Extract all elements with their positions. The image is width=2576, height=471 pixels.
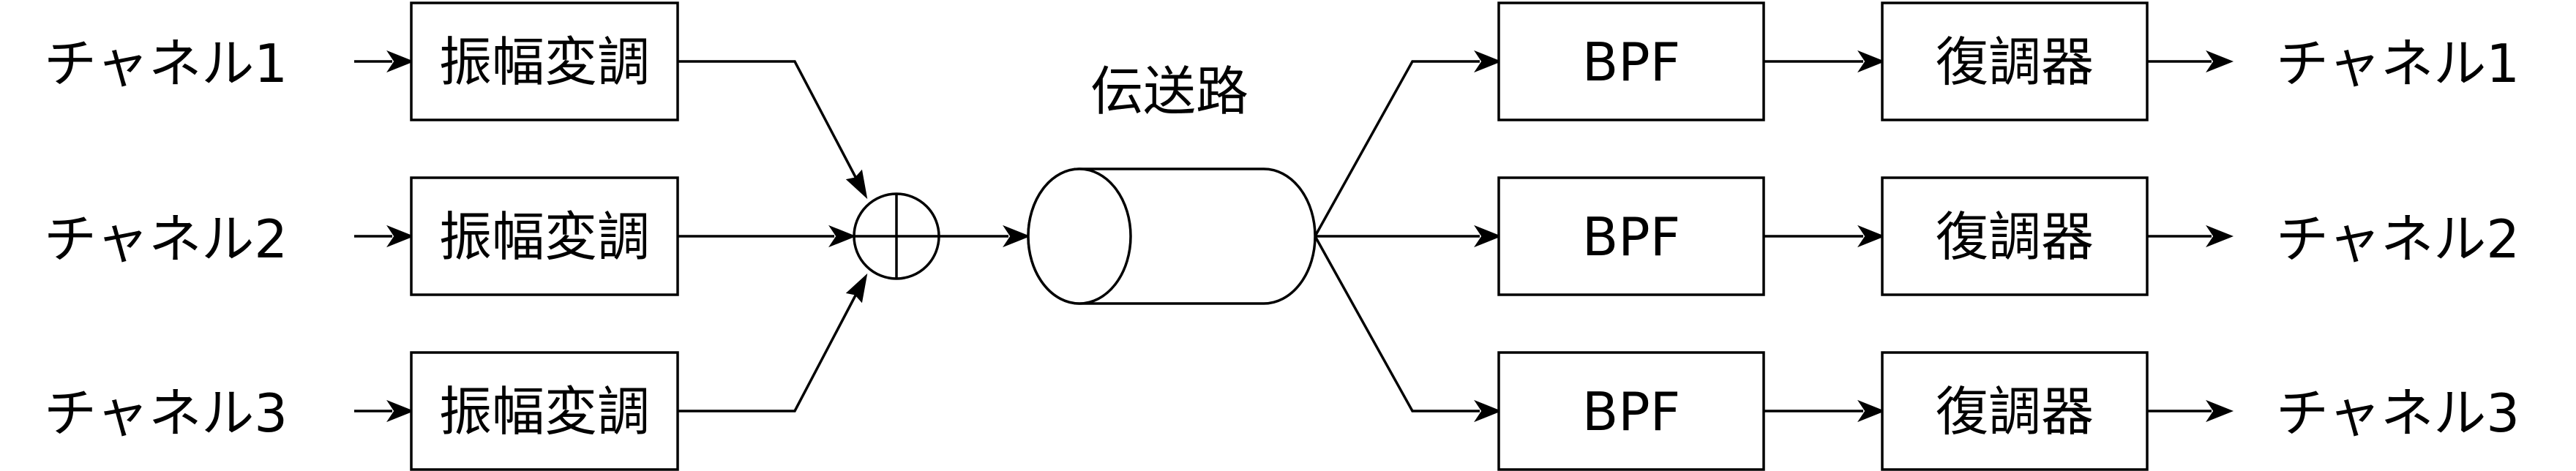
bpf-block-1: BPF	[1497, 1, 1765, 121]
channel-to-bpf-2	[1315, 225, 1502, 248]
transmission-channel-cylinder	[1027, 167, 1317, 305]
input-channel-2-label: チャネル2	[44, 208, 288, 270]
modulator-label-2: 振幅変調	[439, 206, 650, 268]
bpf-block-3: BPF	[1497, 351, 1765, 471]
bpf-3-to-demodulator	[1764, 399, 1886, 423]
output-channel-2-label: チャネル2	[2276, 208, 2520, 270]
output-arrow-3	[2147, 399, 2234, 423]
bpf-label-2: BPF	[1582, 206, 1680, 268]
modulator-2-to-adder	[678, 225, 857, 248]
demodulator-block-3: 復調器	[1881, 351, 2149, 471]
input-arrow-2	[354, 225, 415, 248]
output-channel-3-label: チャネル3	[2276, 383, 2520, 444]
input-channel-1-label: チャネル1	[44, 33, 288, 94]
modulator-1-to-adder	[678, 60, 868, 200]
output-channel-1-label: チャネル1	[2276, 33, 2520, 94]
bpf-2-to-demodulator	[1764, 225, 1886, 248]
channel-label: 伝送路	[1090, 61, 1248, 122]
channel-to-bpf-3	[1314, 236, 1502, 423]
modulator-label-1: 振幅変調	[439, 31, 650, 93]
modulator-label-3: 振幅変調	[439, 381, 650, 442]
demodulator-block-2: 復調器	[1881, 176, 2149, 296]
demodulator-label-2: 復調器	[1936, 206, 2094, 268]
modulator-block-2: 振幅変調	[410, 176, 679, 296]
demodulator-block-1: 復調器	[1881, 1, 2149, 121]
bpf-1-to-demodulator	[1764, 50, 1886, 73]
modulator-block-3: 振幅変調	[410, 351, 679, 471]
output-arrow-1	[2147, 50, 2234, 73]
bpf-block-2: BPF	[1497, 176, 1765, 296]
modulator-block-1: 振幅変調	[410, 1, 679, 121]
adder-to-channel-arrow	[939, 225, 1031, 248]
input-arrow-1	[354, 50, 415, 73]
adder-symbol	[853, 192, 940, 280]
input-arrow-3	[354, 399, 415, 423]
demodulator-label-3: 復調器	[1936, 381, 2094, 442]
modulator-3-to-adder	[678, 273, 868, 412]
bpf-label-3: BPF	[1582, 381, 1680, 442]
output-arrow-2	[2147, 225, 2234, 248]
channel-to-bpf-1	[1314, 50, 1502, 237]
bpf-label-1: BPF	[1582, 31, 1680, 93]
input-channel-3-label: チャネル3	[44, 383, 288, 444]
demodulator-label-1: 復調器	[1936, 31, 2094, 93]
